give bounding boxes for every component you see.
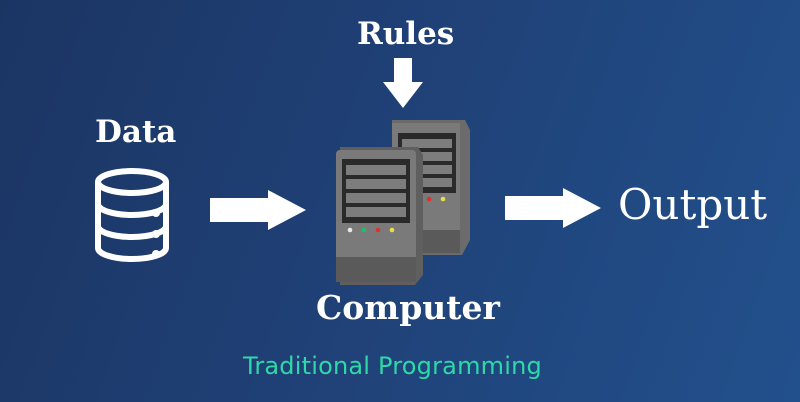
computer-label: Computer <box>316 288 500 327</box>
database-icon <box>95 168 169 262</box>
arrow-right-icon <box>505 188 601 228</box>
data-label: Data <box>95 114 177 150</box>
arrow-right-icon <box>210 190 306 230</box>
output-label: Output <box>618 180 768 229</box>
server-icon <box>336 120 470 285</box>
rules-label: Rules <box>357 16 455 52</box>
diagram-caption: Traditional Programming <box>243 352 542 380</box>
arrow-down-icon <box>383 58 423 108</box>
